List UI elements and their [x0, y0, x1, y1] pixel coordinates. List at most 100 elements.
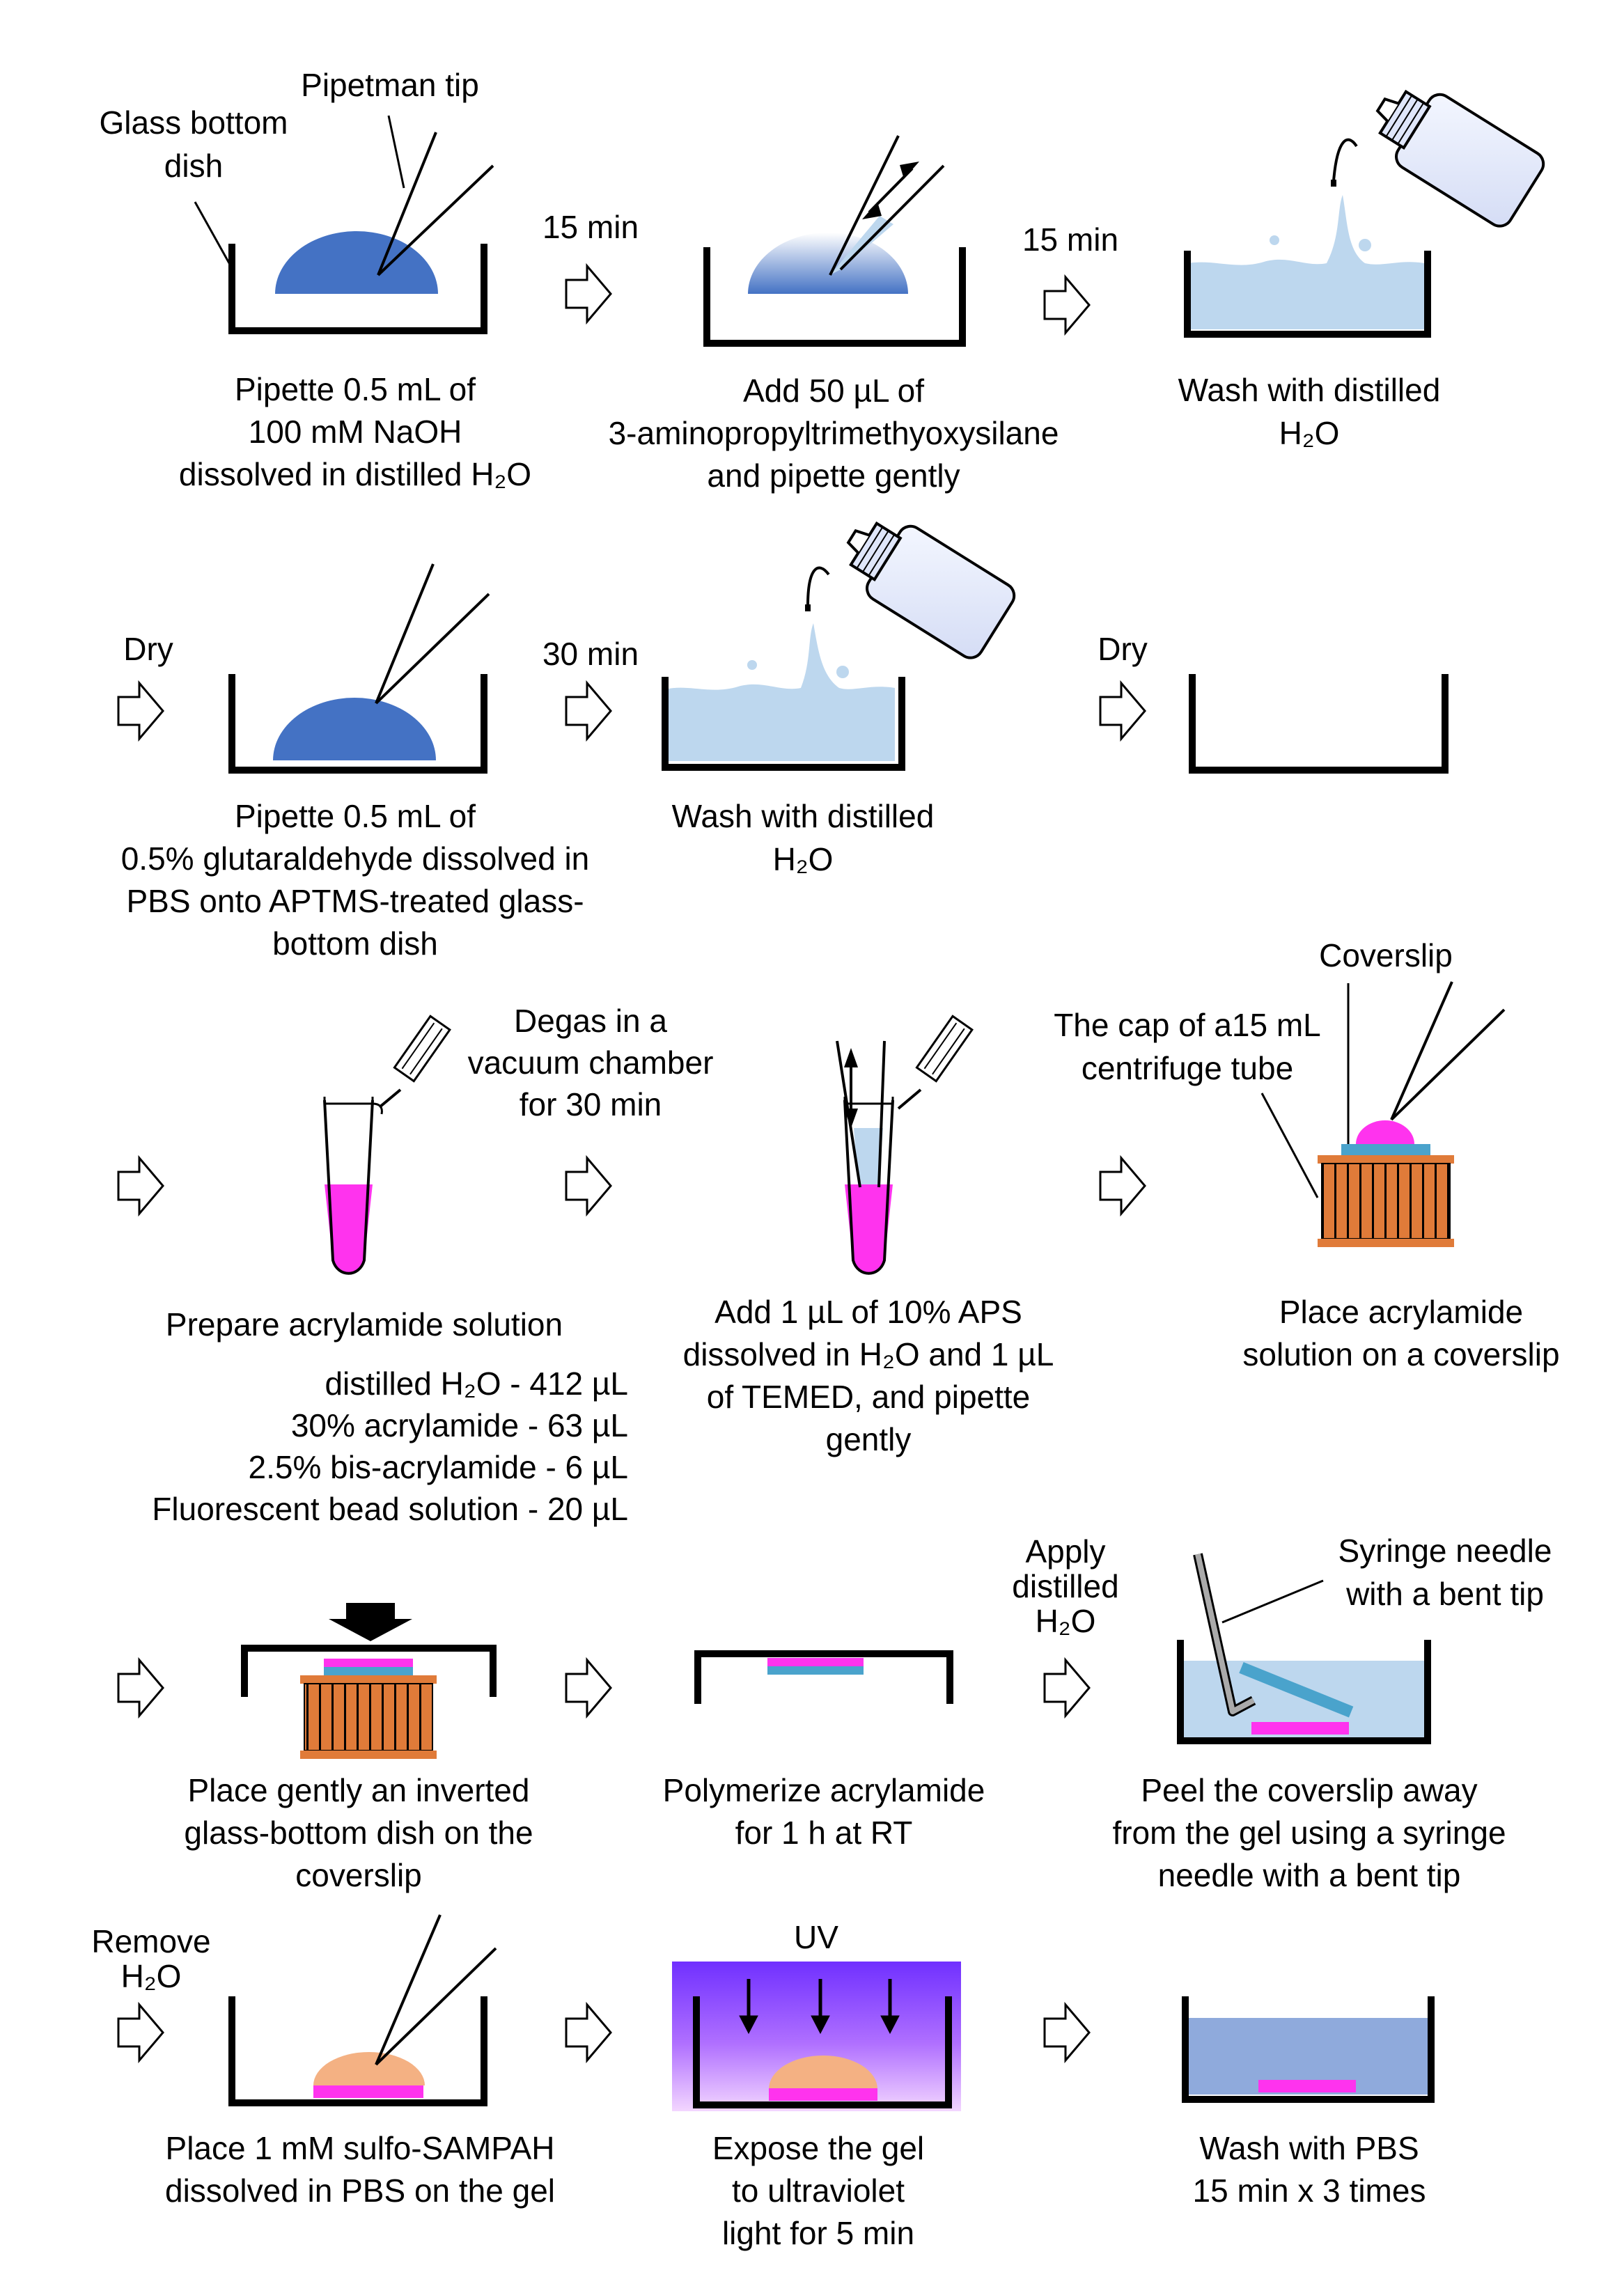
- step13-caption: Place 1 mM sulfo-SAMPAH dissolved in PBS …: [165, 2130, 555, 2209]
- text-line: Apply: [1025, 1533, 1105, 1569]
- text-line: H₂O: [1036, 1603, 1096, 1639]
- text-line: 15 min: [1022, 221, 1118, 258]
- arrow-label-2: 15 min: [1022, 221, 1118, 258]
- step4-caption: Pipette 0.5 mL of 0.5% glutaraldehyde dis…: [121, 798, 590, 962]
- text-line: needle with a bent tip: [1158, 1857, 1461, 1893]
- text-line: Remove: [91, 1923, 210, 1959]
- text-line: Wash with distilled: [672, 798, 935, 834]
- step6-dish-dry: [1189, 674, 1449, 774]
- text-line: dish: [164, 148, 223, 184]
- process-arrow-8: [1099, 1154, 1146, 1217]
- step13-dish-sampah: [228, 1914, 497, 2106]
- process-arrow-5: [1099, 680, 1146, 742]
- text-line: for 30 min: [520, 1086, 662, 1122]
- process-arrow-7: [565, 1154, 612, 1217]
- arrow-label-4: 30 min: [542, 636, 639, 672]
- text-line: 30 min: [542, 636, 639, 672]
- text-line: Pipette 0.5 mL of: [235, 798, 476, 834]
- text-line: Add 1 µL of 10% APS: [715, 1294, 1022, 1330]
- text-line: Prepare acrylamide solution: [166, 1306, 563, 1342]
- text-line: Place acrylamide: [1279, 1294, 1523, 1330]
- process-arrow-4: [565, 680, 612, 742]
- step10-inverted-dish: [241, 1603, 497, 1759]
- text-line: from the gel using a syringe: [1112, 1815, 1506, 1851]
- process-arrow-11: [1043, 1657, 1091, 1719]
- text-line: solution on a coverslip: [1242, 1336, 1559, 1372]
- process-arrow-13: [565, 2001, 612, 2064]
- step11-polymerize: [694, 1650, 953, 1704]
- arrow-label-3: Dry: [123, 631, 173, 667]
- text-line: glass-bottom dish on the: [184, 1815, 533, 1851]
- text-line: 2.5% bis-acrylamide - 6 µL: [249, 1449, 629, 1485]
- step4-dish-glutaraldehyde: [228, 563, 490, 774]
- text-line: Wash with distilled: [1178, 372, 1441, 408]
- step7-caption: Prepare acrylamide solution: [166, 1306, 563, 1342]
- text-line: H₂O: [1279, 415, 1340, 451]
- coverslip: [1341, 1144, 1430, 1155]
- step8-tube-aps-temed: [836, 1015, 974, 1275]
- text-line: Dry: [1098, 631, 1148, 667]
- process-arrow-10: [565, 1657, 612, 1719]
- coverslip-peeling: [1239, 1662, 1354, 1718]
- text-line: 30% acrylamide - 63 µL: [291, 1407, 628, 1443]
- text-line: distilled: [1012, 1568, 1118, 1604]
- text-line: gently: [826, 1421, 912, 1457]
- callout-pipetman-tip: Pipetman tip: [301, 67, 479, 103]
- step15-dish-pbs: [1182, 1996, 1435, 2103]
- process-arrow-6: [117, 1154, 164, 1217]
- text-line: Coverslip: [1319, 937, 1453, 973]
- press-down-arrow: [329, 1603, 412, 1641]
- text-line: dissolved in PBS on the gel: [165, 2173, 555, 2209]
- text-line: Syringe needle: [1338, 1533, 1552, 1569]
- text-line: light for 5 min: [722, 2215, 914, 2251]
- text-line: UV: [794, 1919, 838, 1955]
- step8-caption: Add 1 µL of 10% APS dissolved in H₂O and …: [683, 1294, 1054, 1457]
- text-line: Dry: [123, 631, 173, 667]
- process-arrow-2: [1043, 274, 1091, 336]
- text-line: Pipetman tip: [301, 67, 479, 103]
- pipette-tip-bent: [393, 1015, 451, 1083]
- text-line: distilled H₂O - 412 µL: [325, 1365, 628, 1402]
- step7-tube-acrylamide: [323, 1015, 451, 1275]
- step9-caption: Place acrylamide solution on a coverslip: [1242, 1294, 1559, 1372]
- text-line: 15 min: [542, 209, 639, 245]
- glass-bottom-dish-leader: [194, 201, 233, 269]
- syringe-needle: [1195, 1553, 1255, 1714]
- text-line: 0.5% glutaraldehyde dissolved in: [121, 840, 590, 877]
- text-line: to ultraviolet: [732, 2173, 905, 2209]
- text-line: The cap of a15 mL: [1054, 1007, 1321, 1043]
- arrow-label-1: 15 min: [542, 209, 639, 245]
- text-line: Fluorescent bead solution - 20 µL: [152, 1491, 628, 1527]
- tube-cap: [1321, 1163, 1451, 1239]
- text-line: Polymerize acrylamide: [663, 1772, 985, 1808]
- wash-bottle: [846, 521, 1016, 659]
- text-line: H₂O: [121, 1958, 182, 1994]
- text-line: of TEMED, and pipette: [707, 1379, 1031, 1415]
- step5-dish-wash: [662, 521, 1016, 771]
- process-arrow-12: [117, 2001, 164, 2064]
- text-line: Place 1 mM sulfo-SAMPAH: [166, 2130, 555, 2166]
- step12-peel-coverslip: [1177, 1553, 1431, 1744]
- text-line: dissolved in H₂O and 1 µL: [683, 1336, 1054, 1372]
- process-arrow-9: [117, 1657, 164, 1719]
- text-line: Pipette 0.5 mL of: [235, 371, 476, 407]
- text-line: Expose the gel: [712, 2130, 924, 2166]
- text-line: dissolved in distilled H₂O: [179, 456, 531, 492]
- text-line: 3-aminopropyltrimethyoxysilane: [609, 415, 1059, 451]
- uv-down-arrows: [739, 1979, 900, 2035]
- text-line: coverslip: [295, 1857, 422, 1893]
- step1-dish-naoh: [194, 115, 494, 334]
- step3-dish-wash: [1184, 89, 1545, 338]
